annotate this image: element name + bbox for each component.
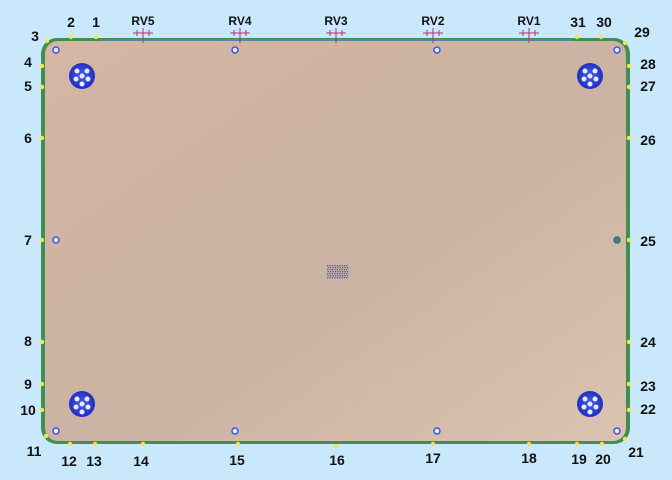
point-label-20: 20 [595, 451, 611, 467]
rv-label-RV4: RV4 [228, 14, 251, 28]
point-marker-25 [626, 237, 632, 243]
point-marker-5 [39, 84, 45, 90]
point-label-24: 24 [640, 334, 656, 350]
point-label-31: 31 [570, 14, 586, 30]
rv-label-RV3: RV3 [324, 14, 347, 28]
point-marker-7 [39, 237, 45, 243]
point-marker-1 [93, 34, 99, 40]
rv-crosshair-RV1 [519, 28, 539, 43]
point-label-15: 15 [229, 452, 245, 468]
fixture-top-left [69, 63, 95, 89]
point-label-29: 29 [634, 24, 650, 40]
point-label-3: 3 [31, 28, 39, 44]
hole [613, 236, 621, 244]
point-marker-17 [430, 441, 436, 447]
fixture-top-right [577, 63, 603, 89]
point-label-27: 27 [640, 78, 656, 94]
point-label-7: 7 [24, 232, 32, 248]
point-marker-10 [39, 407, 45, 413]
center-vent-grid [327, 265, 349, 279]
edge-markers [39, 34, 632, 449]
point-marker-21 [622, 436, 628, 442]
hole [433, 427, 441, 435]
point-marker-28 [626, 63, 632, 69]
point-marker-15 [235, 441, 241, 447]
point-marker-2 [68, 34, 74, 40]
hole [231, 46, 239, 54]
point-marker-9 [39, 381, 45, 387]
hole [231, 427, 239, 435]
point-label-17: 17 [425, 450, 441, 466]
hole [613, 46, 621, 54]
point-label-4: 4 [24, 54, 32, 70]
hole [52, 46, 60, 54]
point-label-30: 30 [596, 14, 612, 30]
point-marker-4 [39, 63, 45, 69]
rv-crosshair-RV3 [326, 28, 346, 43]
point-label-28: 28 [640, 56, 656, 72]
point-label-6: 6 [24, 130, 32, 146]
point-marker-27 [626, 84, 632, 90]
point-label-8: 8 [24, 333, 32, 349]
point-marker-16 [333, 443, 339, 449]
point-marker-11 [43, 433, 49, 439]
point-label-16: 16 [329, 452, 345, 468]
rv-markers: RV5 RV4 RV3 RV2 RV1 [131, 14, 541, 43]
rv-crosshair-RV4 [230, 28, 250, 43]
point-label-12: 12 [61, 453, 77, 469]
point-marker-22 [626, 407, 632, 413]
point-marker-31 [574, 34, 580, 40]
fixture-bottom-left [69, 391, 95, 417]
hole [52, 236, 60, 244]
point-label-1: 1 [92, 14, 100, 30]
point-marker-12 [67, 441, 73, 447]
point-marker-19 [574, 441, 580, 447]
point-label-13: 13 [86, 453, 102, 469]
hole [52, 427, 60, 435]
point-label-11: 11 [27, 443, 42, 459]
hole [613, 427, 621, 435]
point-marker-18 [526, 441, 532, 447]
point-marker-23 [626, 381, 632, 387]
point-label-22: 22 [640, 401, 656, 417]
point-label-25: 25 [640, 233, 656, 249]
rv-crosshair-RV2 [423, 28, 443, 43]
rv-label-RV1: RV1 [517, 14, 540, 28]
rv-label-RV2: RV2 [421, 14, 444, 28]
fixture-bottom-right [577, 391, 603, 417]
point-label-9: 9 [24, 376, 32, 392]
rv-label-RV5: RV5 [131, 14, 154, 28]
hole [433, 46, 441, 54]
point-marker-24 [626, 339, 632, 345]
point-marker-14 [140, 441, 146, 447]
point-label-21: 21 [628, 444, 644, 460]
rv-crosshair-RV5 [133, 28, 153, 43]
point-label-2: 2 [67, 14, 75, 30]
point-marker-29 [622, 40, 628, 46]
point-label-23: 23 [640, 378, 656, 394]
point-label-10: 10 [20, 402, 36, 418]
point-marker-8 [39, 339, 45, 345]
point-label-26: 26 [640, 132, 656, 148]
point-label-18: 18 [521, 450, 537, 466]
point-marker-6 [39, 135, 45, 141]
mounting-holes [52, 46, 621, 435]
point-label-5: 5 [24, 78, 32, 94]
point-marker-26 [626, 135, 632, 141]
panel-face [45, 41, 626, 441]
point-label-14: 14 [133, 453, 149, 469]
point-marker-13 [92, 441, 98, 447]
point-label-19: 19 [571, 451, 587, 467]
point-marker-30 [598, 34, 604, 40]
point-marker-3 [44, 38, 50, 44]
point-marker-20 [599, 441, 605, 447]
